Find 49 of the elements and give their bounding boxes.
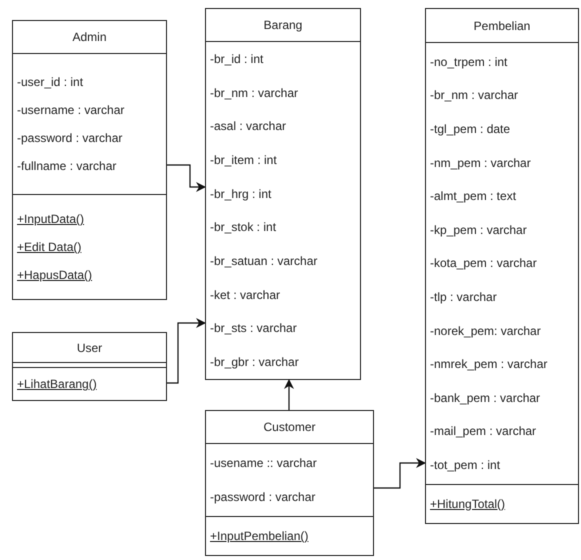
attribute-text: -nm_pem : varchar [430, 154, 531, 172]
attribute-text: -user_id : int [17, 74, 84, 91]
attribute-text: -br_hrg : int [210, 186, 272, 203]
attribute-text: -kp_pem : varchar [430, 222, 527, 239]
association-arrow [167, 164, 206, 192]
class-name: Pembelian [474, 18, 530, 34]
attribute-text: -ket : varchar [210, 286, 280, 304]
association-arrow [374, 458, 426, 489]
attribute-text: -password : varchar [210, 489, 316, 506]
method-text: +LihatBarang() [17, 376, 97, 393]
attribute-text: -tlp : varchar [430, 288, 497, 306]
attribute-text: -no_trpem : int [430, 54, 508, 71]
method-text: +Edit Data() [17, 239, 82, 256]
class-name: User [76, 340, 102, 356]
attribute-text: -bank_pem : varchar [430, 390, 540, 407]
attribute-text: -tot_pem : int [430, 456, 500, 474]
attribute-text: -password : varchar [17, 130, 122, 147]
attribute-text: -br_item : int [210, 152, 277, 169]
class-box [205, 8, 361, 380]
class-box [12, 20, 167, 300]
attribute-text: -kota_pem : varchar [430, 255, 537, 272]
method-text: +HitungTotal() [430, 496, 506, 513]
class-box [425, 8, 579, 524]
attribute-text: -br_id : int [210, 50, 264, 68]
attribute-text: -br_nm : varchar [210, 84, 298, 102]
attribute-text: -br_stok : int [210, 219, 276, 236]
method-text: +HapusData() [17, 267, 92, 284]
attribute-text: -norek_pem: varchar [430, 322, 541, 340]
class-box [205, 410, 374, 556]
attribute-text: -tgl_pem : date [430, 120, 510, 138]
class-name: Barang [264, 17, 302, 34]
method-text: +InputData() [17, 211, 84, 228]
attribute-text: -nmrek_pem : varchar [430, 356, 548, 374]
attribute-text: -almt_pem : text [430, 188, 516, 206]
attribute-text: -mail_pem : varchar [430, 423, 536, 440]
class-box [12, 332, 167, 401]
method-text: +InputPembelian() [210, 528, 308, 545]
attribute-text: -asal : varchar [210, 118, 286, 136]
association-arrow [167, 318, 206, 384]
attribute-text: -usename :: varchar [210, 455, 317, 472]
attribute-text: -br_gbr : varchar [210, 354, 299, 372]
class-name: Customer [263, 419, 316, 436]
attribute-text: -br_nm : varchar [430, 87, 518, 104]
attribute-text: -username : varchar [17, 102, 124, 119]
association-arrow [284, 379, 294, 410]
attribute-text: -fullname : varchar [17, 158, 116, 175]
class-name: Admin [72, 29, 106, 46]
attribute-text: -br_satuan : varchar [210, 252, 318, 270]
attribute-text: -br_sts : varchar [210, 320, 297, 338]
